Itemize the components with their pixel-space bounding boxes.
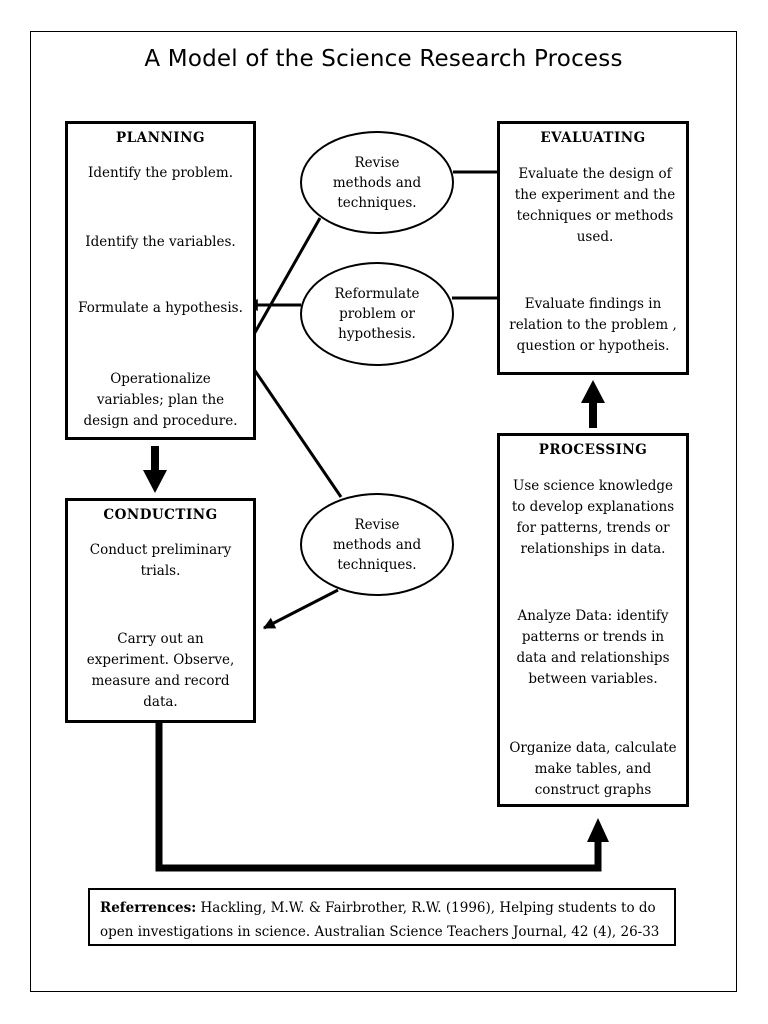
planning-step-formulate-hypothesis: Formulate a hypothesis. xyxy=(78,300,243,316)
planning-step-operationalize: Operationalize variables; plan the desig… xyxy=(83,371,238,429)
processing-step-organize-data: Organize data, calculate make tables, an… xyxy=(509,740,677,798)
reformulate-oval-label: Reformulate problem or hypothesis. xyxy=(334,286,420,342)
processing-box: PROCESSING Use science knowledge to deve… xyxy=(497,433,689,807)
revise-methods-oval-top-label: Revise methods and techniques. xyxy=(332,154,422,211)
evaluating-heading: EVALUATING xyxy=(540,130,646,146)
planning-step-identify-variables: Identify the variables. xyxy=(85,234,236,250)
conducting-step-carry-out-experiment: Carry out an experiment. Observe, measur… xyxy=(86,631,235,710)
processing-step-analyze-data: Analyze Data: identify patterns or trend… xyxy=(516,608,670,687)
conducting-step-preliminary-trials: Conduct preliminary trials. xyxy=(89,542,232,579)
planning-step-identify-problem: Identify the problem. xyxy=(88,165,233,181)
processing-to-evaluating-arrow xyxy=(581,380,605,428)
conducting-heading: CONDUCTING xyxy=(103,507,218,523)
revise-methods-oval-top: Revise methods and techniques. xyxy=(300,131,454,234)
revise-bottom-to-carry-out-arrow xyxy=(262,588,339,630)
references-label: Referrences: xyxy=(100,900,197,916)
references-box: Referrences: Hackling, M.W. & Fairbrothe… xyxy=(88,888,676,946)
planning-box: PLANNING Identify the problem. Identify … xyxy=(65,121,256,440)
conducting-to-processing-loop-arrow xyxy=(155,722,609,872)
reformulate-oval: Reformulate problem or hypothesis. xyxy=(300,262,454,366)
revise-methods-oval-bottom-label: Revise methods and techniques. xyxy=(332,516,422,573)
revise-methods-oval-bottom: Revise methods and techniques. xyxy=(300,493,454,596)
evaluating-step-design: Evaluate the design of the experiment an… xyxy=(514,166,676,245)
page-frame xyxy=(30,31,737,992)
references-text: Hackling, M.W. & Fairbrother, R.W. (1996… xyxy=(100,900,660,940)
planning-to-conducting-arrow xyxy=(143,446,167,493)
processing-step-explanations: Use science knowledge to develop explana… xyxy=(511,478,675,557)
evaluating-step-findings: Evaluate findings in relation to the pro… xyxy=(509,296,677,354)
processing-heading: PROCESSING xyxy=(538,442,648,458)
conducting-box: CONDUCTING Conduct preliminary trials. C… xyxy=(65,498,256,723)
diagram-title: A Model of the Science Research Process xyxy=(144,46,623,72)
planning-heading: PLANNING xyxy=(116,130,205,146)
evaluating-box: EVALUATING Evaluate the design of the ex… xyxy=(497,121,689,375)
